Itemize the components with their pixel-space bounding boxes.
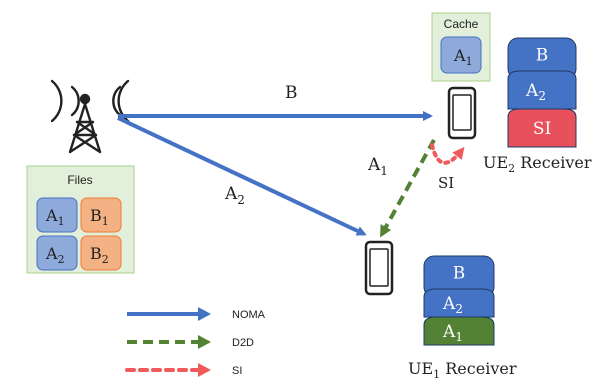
legend-label: D2D — [232, 337, 254, 349]
stack-segment-label: A1 — [442, 322, 463, 344]
legend-arrowhead — [198, 335, 211, 349]
stack-segment-label: B — [453, 264, 466, 284]
file-tile — [36, 197, 78, 233]
link-label-a2: A2 — [224, 184, 245, 207]
cache-tile — [440, 36, 482, 74]
cache-title: Cache — [444, 17, 479, 31]
noma-link-a2 — [117, 116, 367, 236]
stack-segment-label: A2 — [442, 294, 463, 316]
ue1-phone-icon — [364, 240, 394, 296]
file-tile-label: A1 — [45, 206, 65, 228]
si-link — [430, 143, 465, 165]
ue1-receiver-label: UE1 Receiver — [408, 359, 517, 381]
stack-segment-label: A2 — [525, 81, 546, 103]
file-tile — [36, 235, 78, 271]
cache-box: Cache A1 — [431, 12, 491, 82]
file-tile — [80, 235, 122, 271]
file-tile-label: A2 — [45, 244, 65, 266]
file-tile-label: B2 — [90, 244, 109, 266]
stack-segment — [423, 316, 495, 346]
cell-tower-icon — [50, 79, 130, 154]
stack-segment — [507, 108, 577, 148]
stack-segment-label: B — [536, 46, 549, 66]
file-tile-label: B1 — [90, 206, 109, 228]
legend-arrowhead — [198, 307, 211, 321]
d2d-link-a1 — [380, 139, 436, 238]
link-label-b: B — [285, 83, 298, 103]
legend: NOMA D2D SI — [125, 307, 266, 377]
files-title: Files — [67, 173, 92, 187]
legend-label: SI — [232, 365, 242, 377]
link-label-a1: A1 — [367, 155, 388, 178]
file-tile — [80, 197, 122, 233]
link-label-si: SI — [438, 174, 454, 192]
stack-segment — [507, 70, 577, 110]
stack-segment-label: SI — [533, 119, 551, 139]
legend-arrowhead — [198, 363, 211, 377]
stack-segment — [423, 288, 495, 318]
ue2-receiver-label: UE2 Receiver — [483, 153, 592, 175]
cache-tile-label: A1 — [453, 46, 473, 68]
ue2-phone-icon — [447, 86, 477, 140]
legend-label: NOMA — [232, 309, 266, 321]
